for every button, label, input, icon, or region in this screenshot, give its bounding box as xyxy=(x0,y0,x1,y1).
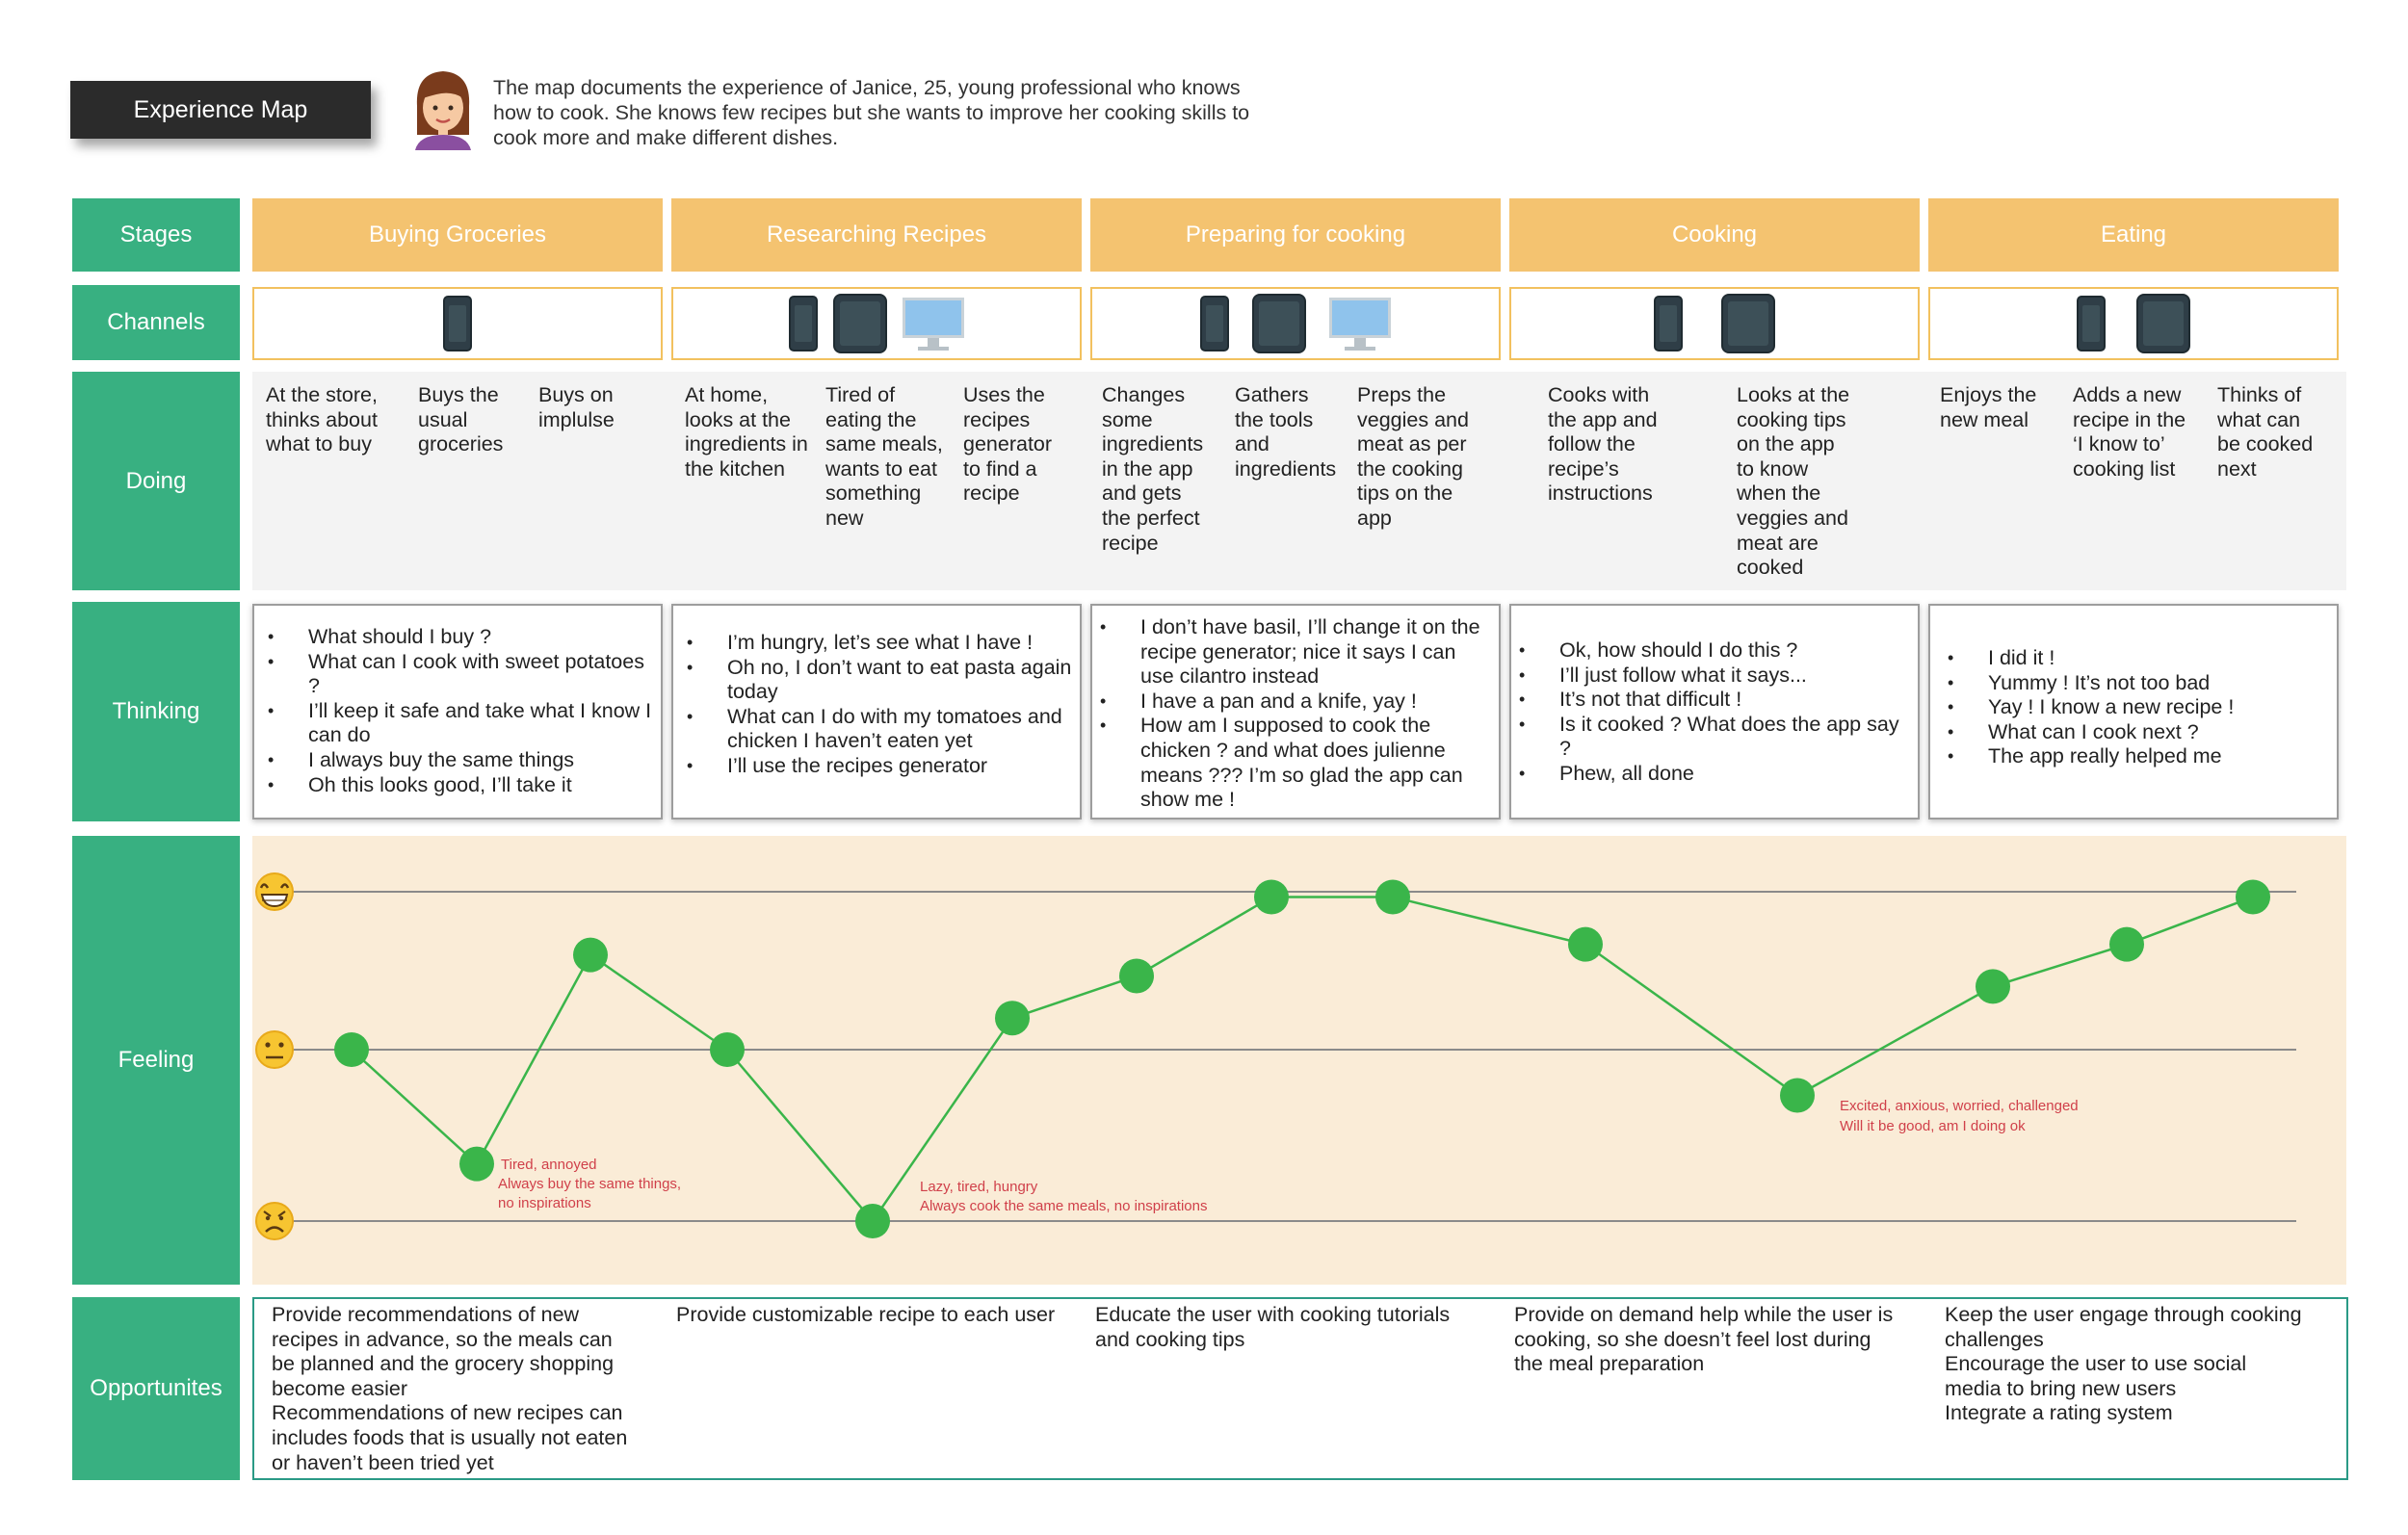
thinking-card-preparing-for-cooking: I don’t have basil, I’ll change it on th… xyxy=(1090,604,1501,820)
thought-item: Oh this looks good, I’ll take it xyxy=(264,773,653,798)
doing-item: At home, looks at the ingredients in the… xyxy=(685,383,808,481)
opportunity-cooking: Provide on demand help while the user is… xyxy=(1514,1303,1894,1376)
channels-cooking xyxy=(1509,287,1920,360)
row-label-channels: Channels xyxy=(72,285,240,360)
phone-icon xyxy=(2077,296,2106,351)
thought-item: Is it cooked ? What does the app say ? xyxy=(1515,713,1910,762)
opportunity-preparing-for-cooking: Educate the user with cooking tutorials … xyxy=(1095,1303,1451,1351)
stage-buying-groceries: Buying Groceries xyxy=(252,198,663,272)
thought-item: Oh no, I don’t want to eat pasta again t… xyxy=(683,656,1072,705)
doing-item: At the store, thinks about what to buy xyxy=(266,383,378,456)
doing-item: Thinks of what can be cooked next xyxy=(2217,383,2314,481)
thought-item: I don’t have basil, I’ll change it on th… xyxy=(1096,615,1491,689)
thought-item: It’s not that difficult ! xyxy=(1515,688,1910,713)
thought-item: I’ll just follow what it says... xyxy=(1515,663,1910,689)
tablet-icon xyxy=(1721,294,1775,353)
thought-item: What can I cook with sweet potatoes ? xyxy=(264,650,653,699)
row-label-stages: Stages xyxy=(72,198,240,272)
doing-item: Buys the usual groceries xyxy=(418,383,504,456)
phone-icon xyxy=(789,296,818,351)
thought-item: I always buy the same things xyxy=(264,748,653,773)
doing-item: Gathers the tools and ingredients xyxy=(1235,383,1337,481)
tablet-icon xyxy=(1252,294,1306,353)
row-label-thinking: Thinking xyxy=(72,602,240,821)
doing-item: Preps the veggies and meat as per the co… xyxy=(1357,383,1469,530)
thought-item: I’m hungry, let’s see what I have ! xyxy=(683,631,1072,656)
doing-item: Looks at the cooking tips on the app to … xyxy=(1737,383,1850,580)
thought-item: The app really helped me xyxy=(1944,744,2329,769)
row-label-feeling: Feeling xyxy=(72,836,240,1285)
channels-eating xyxy=(1928,287,2339,360)
stage-preparing-for-cooking: Preparing for cooking xyxy=(1090,198,1501,272)
intro-line-3: cook more and make different dishes. xyxy=(493,126,839,149)
channels-buying-groceries xyxy=(252,287,663,360)
opportunity-buying-groceries: Provide recommendations of new recipes i… xyxy=(272,1303,628,1474)
thought-item: I have a pan and a knife, yay ! xyxy=(1096,689,1491,715)
persona-avatar-icon xyxy=(415,71,471,150)
row-label-doing: Doing xyxy=(72,372,240,590)
tablet-icon xyxy=(2136,294,2190,353)
row-label-opportunities: Opportunites xyxy=(72,1297,240,1480)
doing-item: Cooks with the app and follow the recipe… xyxy=(1548,383,1658,506)
thought-item: Yummy ! It’s not too bad xyxy=(1944,671,2329,696)
intro-line-2: how to cook. She knows few recipes but s… xyxy=(493,101,1250,124)
thought-item: What can I do with my tomatoes and chick… xyxy=(683,705,1072,754)
stage-eating: Eating xyxy=(1928,198,2339,272)
doing-item: Tired of eating the same meals, wants to… xyxy=(825,383,943,530)
thought-item: Yay ! I know a new recipe ! xyxy=(1944,695,2329,720)
intro-line-1: The map documents the experience of Jani… xyxy=(493,76,1241,99)
desktop-icon xyxy=(903,294,964,353)
opportunity-researching-recipes: Provide customizable recipe to each user xyxy=(676,1303,1056,1326)
doing-item: Changes some ingredients in the app and … xyxy=(1102,383,1204,555)
tablet-icon xyxy=(833,294,887,353)
thought-item: I’ll keep it safe and take what I know I… xyxy=(264,699,653,748)
thinking-card-buying-groceries: What should I buy ? What can I cook with… xyxy=(252,604,663,820)
doing-item: Buys on implulse xyxy=(538,383,615,431)
thinking-card-cooking: Ok, how should I do this ? I’ll just fol… xyxy=(1509,604,1920,820)
thinking-card-eating: I did it ! Yummy ! It’s not too bad Yay … xyxy=(1928,604,2339,820)
stage-cooking: Cooking xyxy=(1509,198,1920,272)
phone-icon xyxy=(1200,296,1229,351)
phone-icon xyxy=(443,296,472,351)
feeling-row-background xyxy=(252,836,2346,1285)
desktop-icon xyxy=(1329,294,1391,353)
thought-item: How am I supposed to cook the chicken ? … xyxy=(1096,714,1491,812)
doing-row-background xyxy=(252,372,2346,590)
stage-researching-recipes: Researching Recipes xyxy=(671,198,1082,272)
doing-item: Enjoys the new meal xyxy=(1940,383,2037,431)
map-title: Experience Map xyxy=(70,81,371,139)
thought-item: Phew, all done xyxy=(1515,762,1910,787)
doing-item: Uses the recipes generator to find a rec… xyxy=(963,383,1053,506)
persona-description: The map documents the experience of Jani… xyxy=(493,75,1302,150)
doing-item: Adds a new recipe in the ‘I know to’ coo… xyxy=(2073,383,2186,481)
thought-item: I did it ! xyxy=(1944,646,2329,671)
thought-item: I’ll use the recipes generator xyxy=(683,754,1072,779)
opportunities-box xyxy=(252,1297,2348,1480)
thinking-card-researching-recipes: I’m hungry, let’s see what I have ! Oh n… xyxy=(671,604,1082,820)
thought-item: What can I cook next ? xyxy=(1944,720,2329,745)
channels-preparing-for-cooking xyxy=(1090,287,1501,360)
channels-researching-recipes xyxy=(671,287,1082,360)
thought-item: Ok, how should I do this ? xyxy=(1515,638,1910,663)
opportunity-eating: Keep the user engage through cooking cha… xyxy=(1945,1303,2302,1425)
thought-item: What should I buy ? xyxy=(264,625,653,650)
phone-icon xyxy=(1654,296,1683,351)
